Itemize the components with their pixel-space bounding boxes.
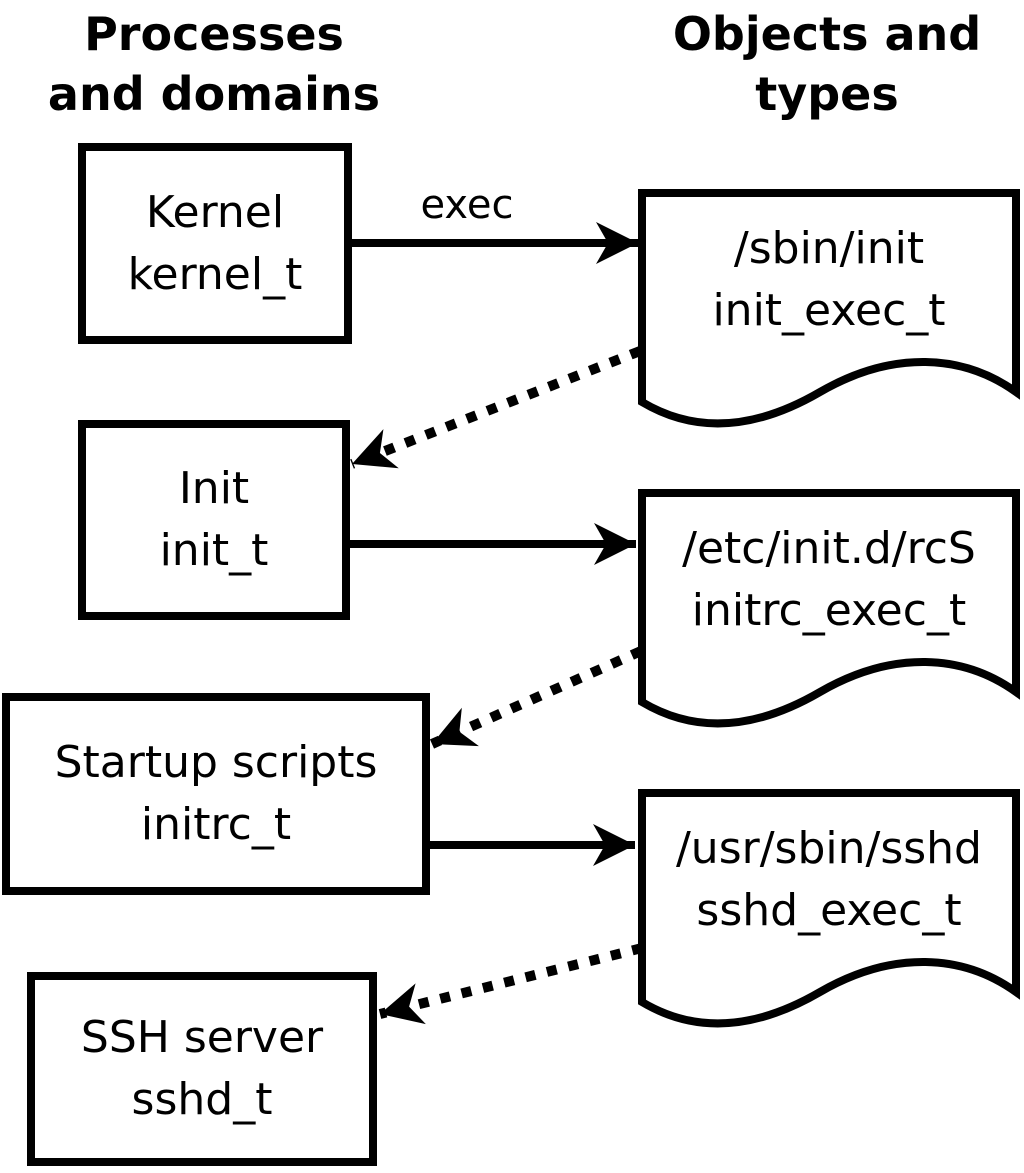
document-label-etc-initd-rcs-path: /etc/init.d/rcS [682, 523, 976, 574]
column-header-objects: Objects and types [626, 4, 1024, 124]
process-box-ssh-server: SSH server sshd_t [27, 972, 377, 1166]
transition-arrow-sshd-binary-to-sshd-domain [378, 943, 644, 1025]
process-box-startup-scripts-label: Startup scripts [54, 737, 378, 788]
process-box-kernel-type: kernel_t [127, 248, 303, 300]
exec-arrow-label: exec [420, 182, 514, 228]
process-box-kernel-label: Kernel [145, 186, 285, 238]
process-box-init-label: Init [178, 463, 250, 514]
process-box-startup-scripts-type: initrc_t [140, 799, 292, 850]
column-header-objects-line2: types [755, 67, 899, 121]
process-box-kernel: Kernel kernel_t [78, 143, 352, 344]
column-header-processes-line2: and domains [47, 67, 381, 121]
column-header-processes: Processes and domains [8, 4, 420, 124]
column-header-processes-line1: Processes [84, 7, 344, 61]
document-label-sbin-init: /sbin/init init_exec_t [646, 196, 1012, 364]
process-box-ssh-server-type: sshd_t [131, 1074, 273, 1125]
document-label-sbin-init-path: /sbin/init [733, 223, 925, 274]
document-label-usr-sbin-sshd-type: sshd_exec_t [696, 885, 962, 936]
process-box-init: Init init_t [78, 420, 350, 620]
document-label-etc-initd-rcs: /etc/init.d/rcS initrc_exec_t [646, 496, 1012, 664]
document-shape-usr-sbin-sshd [638, 789, 1020, 1028]
document-label-etc-initd-rcs-type: initrc_exec_t [691, 585, 967, 636]
document-shape-etc-initd-rcs [638, 489, 1020, 728]
transition-arrow-init-binary-to-init-domain [350, 346, 642, 469]
process-box-ssh-server-label: SSH server [80, 1012, 324, 1063]
process-box-init-type: init_t [159, 525, 269, 576]
document-label-sbin-init-type: init_exec_t [712, 285, 946, 336]
process-box-startup-scripts: Startup scripts initrc_t [2, 693, 430, 895]
column-header-objects-line1: Objects and [672, 7, 982, 61]
document-label-usr-sbin-sshd-path: /usr/sbin/sshd [675, 823, 982, 874]
document-shape-sbin-init [638, 189, 1020, 428]
transition-arrow-rcs-script-to-initrc-domain [429, 646, 644, 749]
document-label-usr-sbin-sshd: /usr/sbin/sshd sshd_exec_t [646, 796, 1012, 964]
